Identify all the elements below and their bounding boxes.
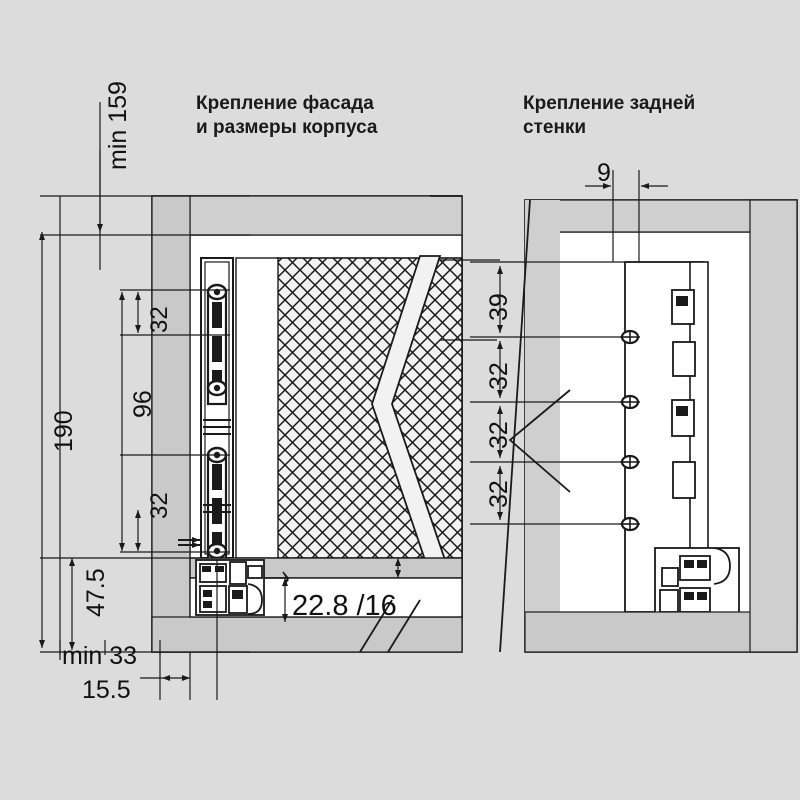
right-view-geometry [440,199,798,653]
left-runner-mechanism [189,557,463,618]
right-runner-mechanism [654,547,740,615]
dimension-label-9: 9 [597,159,611,187]
dimension-label-15-5: 15.5 [82,676,131,704]
dimension-label-47-5: 47.5 [82,568,110,617]
dimension-label-min159: min 159 [104,81,132,170]
right-view-title: Крепление задней стенки [523,93,696,138]
dimension-label-39: 39 [485,293,513,321]
dimension-label-22-8-16: 22.8 /16 [292,590,397,622]
left-view-geometry [151,195,463,653]
left-view-title: Крепление фасада и размеры корпуса [196,93,378,138]
dimension-label-32-c: 32 [485,480,513,508]
dimension-label-96: 96 [129,390,157,418]
dimension-label-32-b: 32 [485,421,513,449]
dimension-label-32-top: 32 [146,306,173,333]
left-dimensions [39,102,401,700]
dimension-label-min33: min 33 [62,642,138,670]
dimension-label-190: 190 [50,410,78,452]
right-dimensions [470,170,668,525]
left-rail-assembly [200,257,234,569]
dimension-label-32-bottom: 32 [146,492,173,519]
dimension-label-32-a: 32 [485,362,513,390]
